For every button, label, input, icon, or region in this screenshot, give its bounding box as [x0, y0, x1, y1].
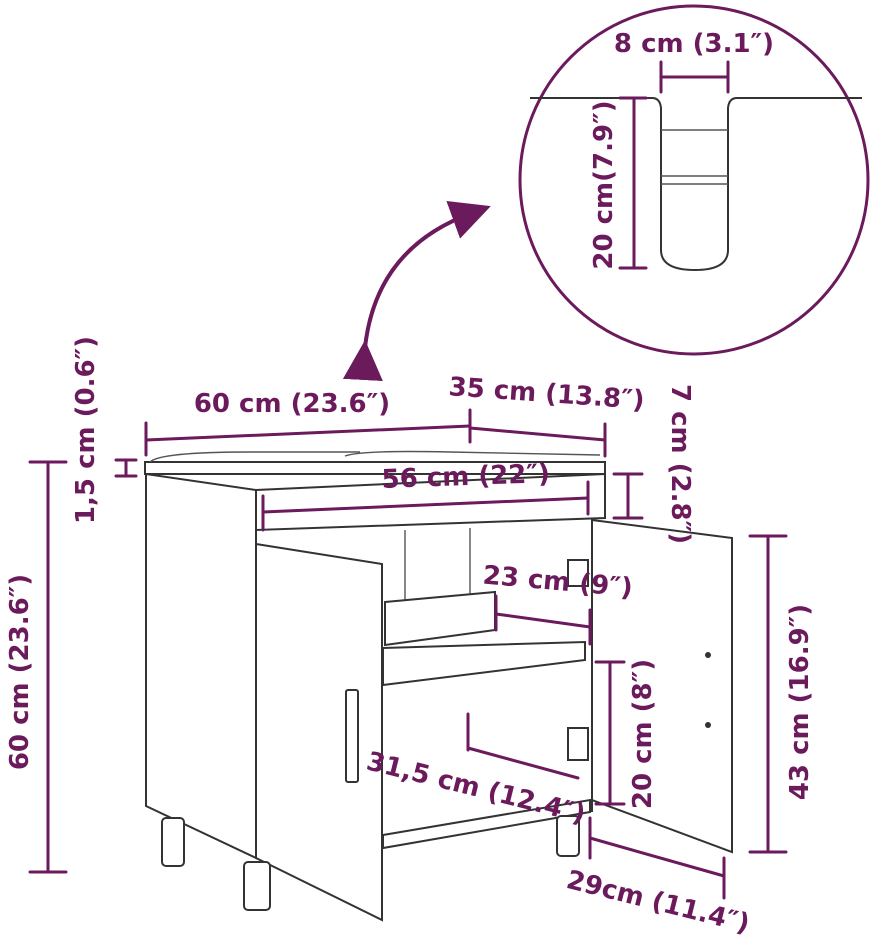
top-depth-label: 35 cm (13.8″) — [448, 372, 646, 416]
dim-shelf-line — [494, 612, 592, 629]
total-height-label: 60 cm (23.6″) — [5, 574, 35, 770]
right-door-hole-bottom — [705, 722, 711, 728]
inner-height-label: 43 cm (16.9″) — [785, 604, 815, 800]
hinge-bottom — [567, 727, 589, 761]
cabinet-left-side — [145, 472, 257, 860]
dim-width-line — [144, 424, 472, 442]
basin-cutout — [344, 450, 601, 457]
dim-inner-width-line — [261, 496, 590, 514]
detail-slot-width-label: 8 cm (3.1″) — [614, 29, 774, 59]
hinge-top — [567, 559, 589, 587]
top-rail — [255, 472, 606, 532]
detail-callout-arrow — [342, 201, 491, 382]
detail-slot-depth-label: 20 cm(7.9″) — [589, 100, 619, 269]
leg-back-right — [556, 815, 580, 857]
lower-height-label: 20 cm (8″) — [628, 659, 658, 809]
detail-top-surface — [530, 97, 862, 271]
leg-front-right — [243, 861, 271, 911]
total-width-label: 60 cm (23.6″) — [194, 389, 390, 419]
left-door — [255, 542, 383, 922]
shelf-back-panel — [384, 590, 496, 647]
detail-circle — [518, 4, 870, 356]
bottom-depth-label: 31,5 cm (12.4″) — [363, 747, 588, 830]
right-door — [591, 518, 733, 854]
leg-front-left — [161, 817, 185, 867]
countertop-back-edge — [149, 451, 360, 463]
slot-detail-view: 8 cm (3.1″) 20 cm(7.9″) — [518, 4, 870, 356]
dim-bottom-depth-line — [466, 746, 580, 780]
right-door-hole-top — [705, 652, 711, 658]
dim-depth-line — [468, 426, 607, 442]
top-thickness-label: 1,5 cm (0.6″) — [71, 336, 101, 524]
dim-door-width-line — [588, 836, 726, 878]
rail-height-label: 7 cm (2.8″) — [665, 384, 695, 544]
cabinet-drawing — [144, 450, 733, 922]
left-door-handle[interactable] — [345, 689, 359, 783]
inner-width-label: 56 cm (22″) — [381, 459, 550, 495]
middle-shelf — [382, 640, 586, 687]
